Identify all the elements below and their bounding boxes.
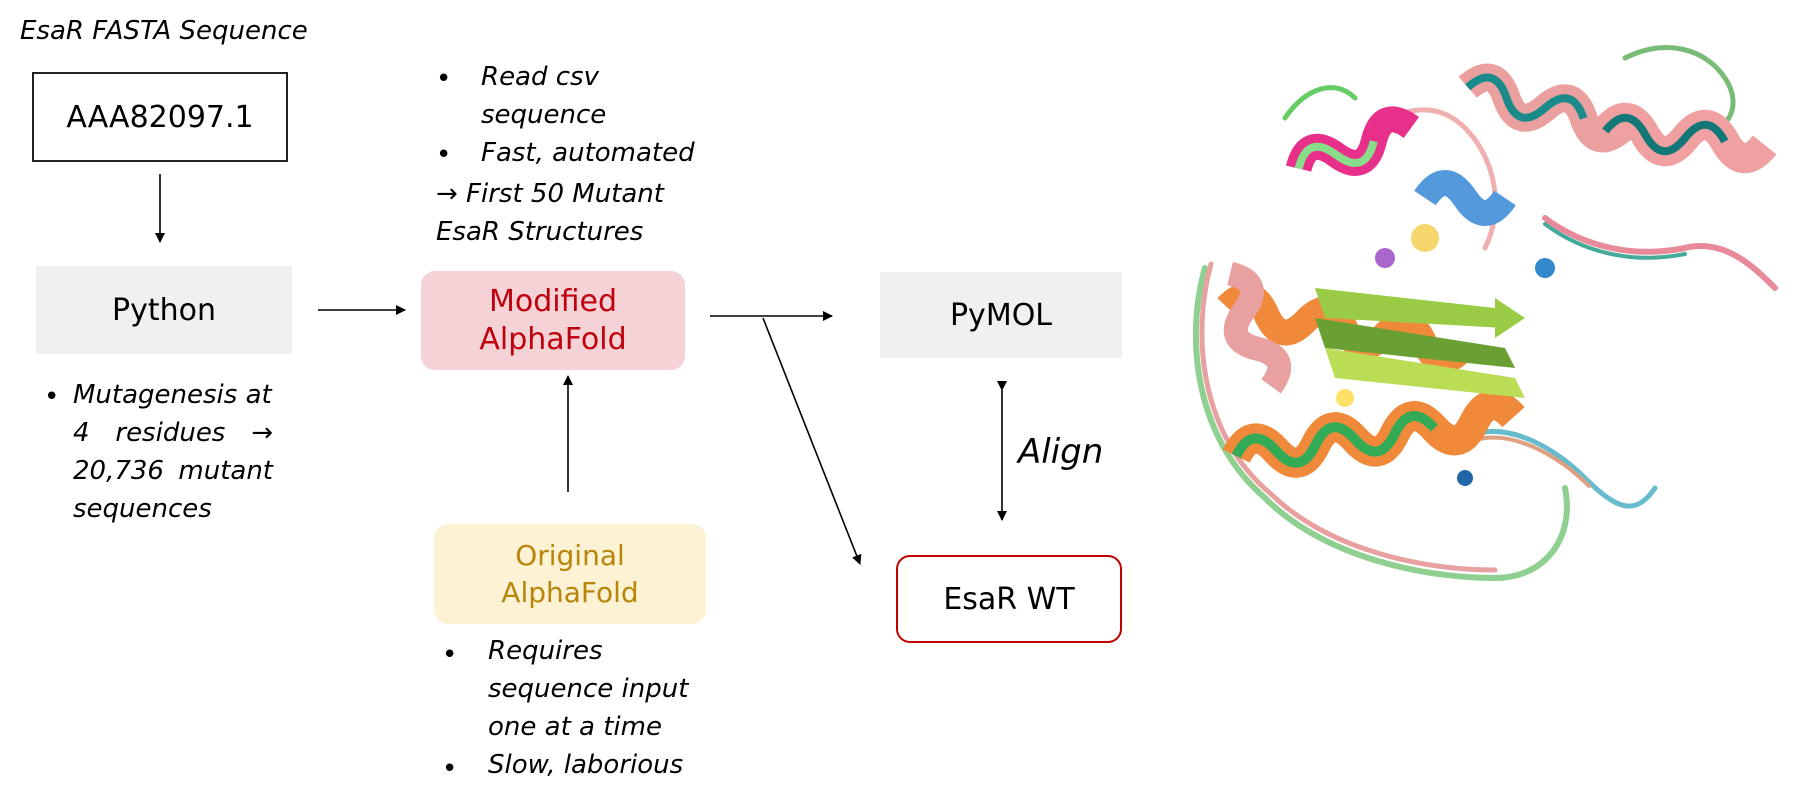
accession-label: AAA82097.1 [66,99,254,135]
original-alphafold-box: Original AlphaFold [434,524,706,624]
fasta-sequence-title: EsaR FASTA Sequence [20,16,308,46]
python-label: Python [112,292,216,328]
original-note-line4: Slow, laborious [488,750,684,780]
original-note-line2: sequence input [488,674,689,704]
original-note-line1: Requires [488,636,603,666]
python-bullet-number: 20,736 [73,456,164,486]
pymol-box: PyMOL [880,272,1122,358]
modified-note-line1: Read csv [481,62,599,92]
python-bullet-line3: 20,736 mutant [73,456,273,486]
original-note-line3: one at a time [488,712,662,742]
python-box: Python [36,266,292,354]
modified-alphafold-box: Modified AlphaFold [421,271,685,370]
modified-alphafold-line2: AlphaFold [479,321,627,357]
esar-wt-label: EsaR WT [943,581,1075,617]
python-bullet-line2: 4 residues → [73,418,273,448]
bullet-dot: • [436,140,452,170]
align-label: Align [1018,432,1104,472]
python-bullet-count: 4 [73,418,90,448]
accession-box: AAA82097.1 [32,72,288,162]
bullet-dot: • [442,640,458,670]
aligned-protein-structures-image [1192,45,1778,581]
bullet-dot: • [436,64,452,94]
python-bullet-residues: residues [115,418,226,448]
bullet-dot: • [442,754,458,784]
python-bullet-arrow: → [251,418,273,448]
original-alphafold-line2: AlphaFold [501,576,639,609]
arrow-modified-to-wt [762,317,862,565]
modified-result-line1: → First 50 Mutant [436,179,664,209]
modified-alphafold-line1: Modified [488,283,617,319]
bullet-dot: • [44,382,60,412]
original-alphafold-line1: Original [515,539,625,572]
modified-note-line2: sequence [481,100,607,130]
pymol-label: PyMOL [949,297,1053,333]
modified-result-line2: EsaR Structures [436,217,644,247]
python-bullet-line4: sequences [73,494,212,524]
modified-note-line3: Fast, automated [481,138,695,168]
python-bullet-line1: Mutagenesis at [73,380,272,410]
python-bullet-mutant: mutant [178,456,273,486]
esar-wt-box: EsaR WT [896,555,1122,643]
